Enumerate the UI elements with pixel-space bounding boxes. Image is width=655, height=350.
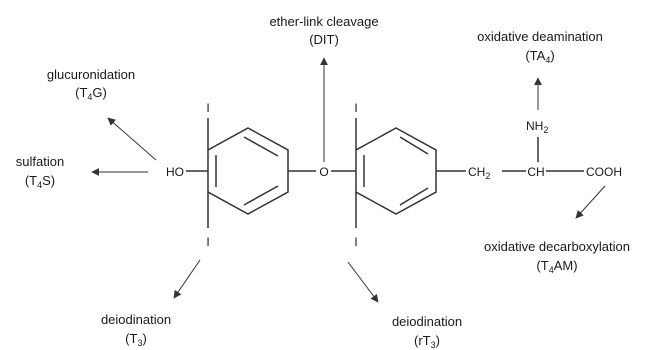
iodine-label-inner-bottom: I (354, 235, 357, 249)
pathway-labels: ether-link cleavage (DIT) oxidative deam… (16, 14, 630, 350)
pathway-arrows (91, 57, 606, 303)
ether-link-cleavage-product: (DIT) (309, 32, 339, 47)
amine-label: NH2 (526, 119, 548, 135)
sulfation-product: (T4S) (25, 173, 55, 190)
hydroxyl-label: HO (166, 165, 184, 179)
arrow-deiodination-inner (173, 259, 201, 299)
ether-link-cleavage-label: ether-link cleavage (269, 14, 378, 29)
methylene-label: CH2 (468, 165, 490, 181)
carboxyl-label: COOH (586, 165, 622, 179)
outer-phenolic-ring (207, 127, 289, 215)
oxidative-decarboxylation-product: (T4AM) (536, 258, 577, 275)
atom-labels: I I I I HO O CH2 CH NH2 COOH (166, 101, 622, 249)
oxidative-decarboxylation-label: oxidative decarboxylation (484, 239, 630, 254)
oxidative-deamination-label: oxidative deamination (477, 29, 603, 44)
glucuronidation-product: (T4G) (75, 85, 107, 102)
deiodination-outer-label: deiodination (392, 314, 462, 329)
sulfation-label: sulfation (16, 154, 64, 169)
iodine-label-outer-top: I (206, 101, 209, 115)
alpha-carbon-label: CH (527, 165, 544, 179)
iodine-label-inner-top: I (354, 101, 357, 115)
deiodination-outer-product: (rT3) (414, 333, 440, 350)
arrow-decarboxylation (575, 185, 606, 219)
deiodination-inner-label: deiodination (101, 312, 171, 327)
oxidative-deamination-product: (TA4) (525, 48, 554, 65)
iodine-label-outer-bottom: I (206, 235, 209, 249)
deiodination-inner-product: (T3) (125, 331, 147, 348)
ether-oxygen-label: O (319, 165, 328, 179)
glucuronidation-label: glucuronidation (47, 67, 135, 82)
substituent-bonds (186, 118, 584, 228)
arrow-glucuronidation (107, 117, 157, 161)
inner-tyrosyl-ring (355, 127, 437, 215)
arrow-deiodination-outer (347, 261, 379, 303)
